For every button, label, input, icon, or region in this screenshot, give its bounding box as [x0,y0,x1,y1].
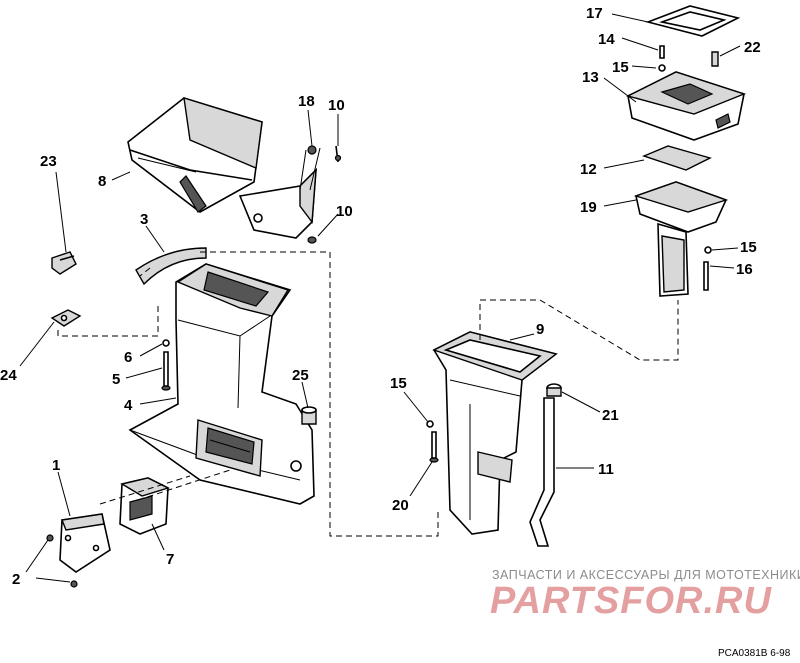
watermark-brand: PARTSFOR.RU [490,580,772,622]
part-20-bolt [429,431,439,463]
part-13-adapter-plate [626,71,747,141]
callout-2: 2 [12,571,20,588]
part-5-bolt [161,351,171,391]
callout-15-mid: 15 [390,375,407,392]
part-6-washer [162,339,170,347]
part-19-exhaust-tube [633,181,729,297]
callout-20: 20 [392,497,409,514]
callout-9: 9 [536,321,544,338]
part-18-bracket [238,145,321,239]
callout-7: 7 [166,551,174,568]
callout-labels: 17 14 22 15 13 12 19 15 16 18 10 10 8 3 … [0,5,761,588]
callout-5: 5 [112,371,120,388]
part-24-plate [50,309,82,327]
part-3-seal [135,247,207,286]
part-10-screw-lower [307,236,317,244]
callout-17: 17 [586,5,603,22]
callout-16: 16 [736,261,753,278]
part-2-screw-b [70,580,78,588]
part-15-washer-lower [704,246,712,254]
part-11-water-tube [529,397,555,547]
callout-6: 6 [124,349,132,366]
callout-10-upper: 10 [328,97,345,114]
part-16-bolt [703,261,709,291]
callout-14: 14 [598,31,615,48]
part-9-tube-housing [432,331,558,535]
figure-code: PCA0381B 6-98 [718,648,791,659]
callout-13: 13 [582,69,599,86]
watermark-tagline: ЗАПЧАСТИ И АКСЕССУАРЫ ДЛЯ МОТОТЕХНИКИ [492,568,800,582]
leader-lines [19,13,741,583]
callout-23: 23 [40,153,57,170]
part-23-clip [51,251,77,275]
callout-15-top: 15 [612,59,629,76]
part-10-screw-upper [334,145,342,163]
callout-22: 22 [744,39,761,56]
callout-11: 11 [598,461,614,478]
part-15-washer-mid [426,420,434,428]
callout-3: 3 [140,211,148,228]
part-8-shroud [127,97,263,213]
callout-1: 1 [52,457,60,474]
callout-12: 12 [580,161,597,178]
callout-21: 21 [602,407,619,424]
part-22-pin [711,51,719,67]
part-15-washer-top [658,64,666,72]
callout-8: 8 [98,173,106,190]
part-4-exhaust-housing [128,263,315,505]
part-21-grommet [546,383,562,397]
callout-24: 24 [0,367,17,384]
callout-15-right: 15 [740,239,757,256]
part-7-block [119,477,170,535]
part-14-screw [659,45,665,59]
callout-25: 25 [292,367,309,384]
callout-19: 19 [580,199,597,216]
callout-18: 18 [298,93,315,110]
callout-10-lower: 10 [336,203,353,220]
part-2-screw-a [46,534,54,542]
callout-4: 4 [124,397,133,414]
part-17-gasket [645,5,741,37]
part-25-grommet [301,406,317,425]
part-1-cover-plate [59,513,111,573]
part-12-gasket [642,145,712,171]
assembly-dashed-lines [57,251,679,537]
